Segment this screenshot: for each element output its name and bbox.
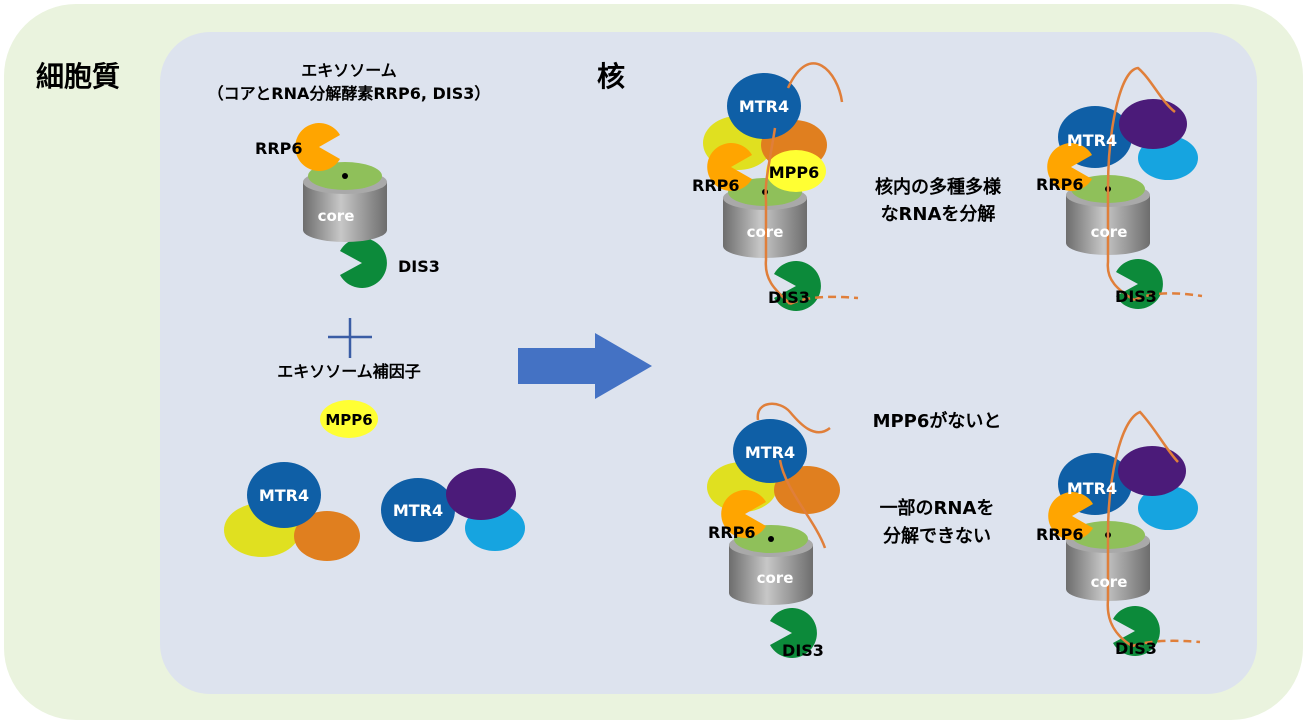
exosome-complex: core RRP6 DIS3 xyxy=(255,123,440,288)
nucleus-label: 核 xyxy=(597,60,625,93)
transition-arrow xyxy=(518,333,652,399)
rrp6-label: RRP6 xyxy=(255,139,303,158)
exosome-title: エキソソーム xyxy=(301,61,397,80)
mpp6-label: MPP6 xyxy=(769,163,820,182)
dis3-label: DIS3 xyxy=(1115,639,1157,658)
mtr4-label: MTR4 xyxy=(393,501,443,520)
result-bottom-condition: MPP6がないと xyxy=(873,410,1002,432)
exosome-subtitle: （コアとRNA分解酵素RRP6, DIS3） xyxy=(208,84,491,103)
dis3-label: DIS3 xyxy=(398,257,440,276)
cofactor-title: エキソソーム補因子 xyxy=(277,362,421,381)
core-label: core xyxy=(1091,573,1128,591)
mpp6-label: MPP6 xyxy=(325,411,372,429)
nuclear-complex-top-left: MTR4 MPP6 RRP6 core DIS3 xyxy=(692,62,859,311)
mtr4-label: MTR4 xyxy=(1067,479,1117,498)
dis3-label: DIS3 xyxy=(782,641,824,660)
plus-icon xyxy=(328,318,372,358)
mtr4-label: MTR4 xyxy=(739,97,789,116)
core-label: core xyxy=(318,207,355,225)
mtr4-label: MTR4 xyxy=(259,486,309,505)
nuclear-complex-bottom-left: MTR4 RRP6 core DIS3 xyxy=(707,402,840,660)
result-top-line2: なRNAを分解 xyxy=(881,203,996,225)
nuclear-complex-bottom-right: MTR4 RRP6 core DIS3 xyxy=(1036,410,1201,658)
mtr4-label: MTR4 xyxy=(1067,131,1117,150)
rrp6-label: RRP6 xyxy=(1036,525,1084,544)
core-label: core xyxy=(757,569,794,587)
result-bottom-line2: 分解できない xyxy=(883,525,991,547)
result-bottom-line1: 一部のRNAを xyxy=(880,497,995,519)
cytoplasm-label: 細胞質 xyxy=(36,60,120,93)
rrp6-label: RRP6 xyxy=(1036,175,1084,194)
core-cylinder xyxy=(303,162,387,242)
result-top-line1: 核内の多種多様 xyxy=(875,176,1002,198)
nuclear-complex-top-right: MTR4 RRP6 core DIS3 xyxy=(1036,66,1203,309)
dis3-label: DIS3 xyxy=(1115,287,1157,306)
rrp6-label: RRP6 xyxy=(692,176,740,195)
rrp6-label: RRP6 xyxy=(708,523,756,542)
core-label: core xyxy=(747,223,784,241)
mpp6-cofactor: MPP6 xyxy=(320,400,378,438)
mtr4-complex-b: MTR4 xyxy=(381,468,525,551)
mtr4-label: MTR4 xyxy=(745,443,795,462)
mtr4-complex-a: MTR4 xyxy=(224,462,360,561)
dis3-label: DIS3 xyxy=(768,288,810,307)
core-label: core xyxy=(1091,223,1128,241)
